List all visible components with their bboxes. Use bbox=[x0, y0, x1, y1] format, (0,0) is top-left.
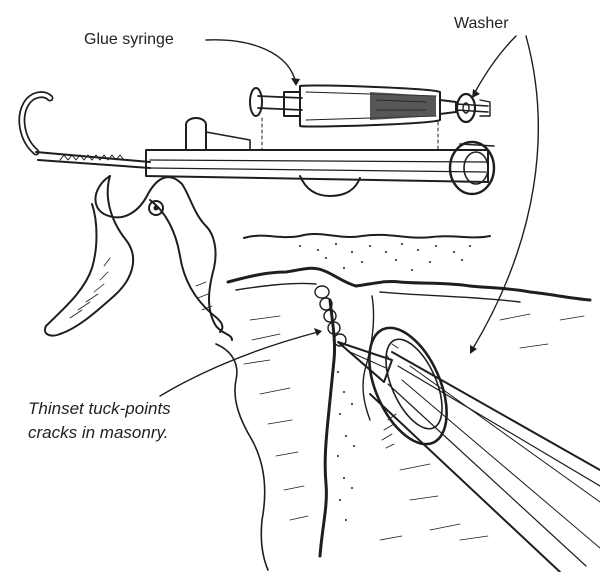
caption-line-1: Thinset tuck-points bbox=[28, 399, 171, 418]
handle-hatching bbox=[69, 257, 213, 319]
nozzle-closeup bbox=[337, 326, 600, 572]
wall-texture bbox=[243, 313, 585, 541]
caulk-gun bbox=[18, 91, 496, 341]
label-washer: Washer bbox=[454, 15, 509, 32]
crack-speckle bbox=[337, 371, 355, 521]
washer-shading bbox=[381, 343, 399, 449]
label-glue-syringe: Glue syringe bbox=[84, 31, 174, 48]
wall-speckle bbox=[299, 243, 471, 271]
thinset-bead bbox=[314, 285, 347, 347]
caption-line-2: cracks in masonry. bbox=[28, 423, 168, 442]
leader-lines bbox=[159, 35, 539, 397]
masonry-wall bbox=[215, 233, 592, 571]
glue-syringe bbox=[249, 84, 491, 151]
